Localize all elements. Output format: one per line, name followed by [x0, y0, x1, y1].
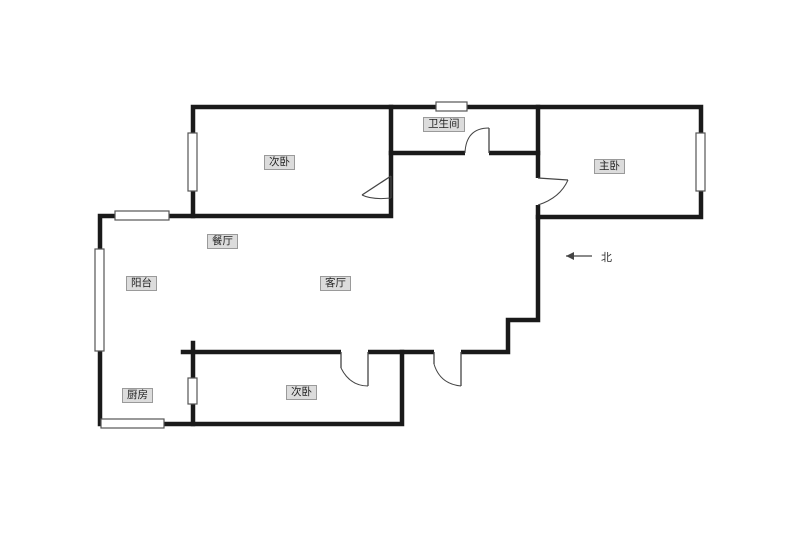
door-bedroom-upper — [361, 175, 392, 200]
window-master-bedroom — [695, 132, 706, 192]
window-kitchen — [187, 377, 198, 405]
door-master-bedroom — [535, 177, 569, 206]
label-dining: 餐厅 — [207, 234, 238, 249]
label-balcony: 阳台 — [126, 276, 157, 291]
window-balcony — [94, 248, 105, 352]
label-master-bedroom: 主卧 — [594, 159, 625, 174]
label-bedroom-upper: 次卧 — [264, 155, 295, 170]
north-arrow-icon — [566, 252, 592, 260]
door-bedroom-lower — [340, 349, 369, 387]
label-living: 客厅 — [320, 276, 351, 291]
window-bedroom-upper — [187, 132, 198, 192]
window-kitchen-bottom — [100, 418, 165, 429]
label-bathroom: 卫生间 — [423, 117, 465, 132]
door-bathroom — [464, 127, 490, 156]
label-kitchen: 厨房 — [122, 388, 153, 403]
north-label: 北 — [601, 251, 612, 264]
label-bedroom-lower: 次卧 — [286, 385, 317, 400]
door-living-lower — [433, 349, 462, 387]
window-dining — [114, 210, 170, 221]
doors — [340, 127, 569, 387]
window-bathroom — [435, 101, 468, 112]
windows — [94, 101, 706, 429]
